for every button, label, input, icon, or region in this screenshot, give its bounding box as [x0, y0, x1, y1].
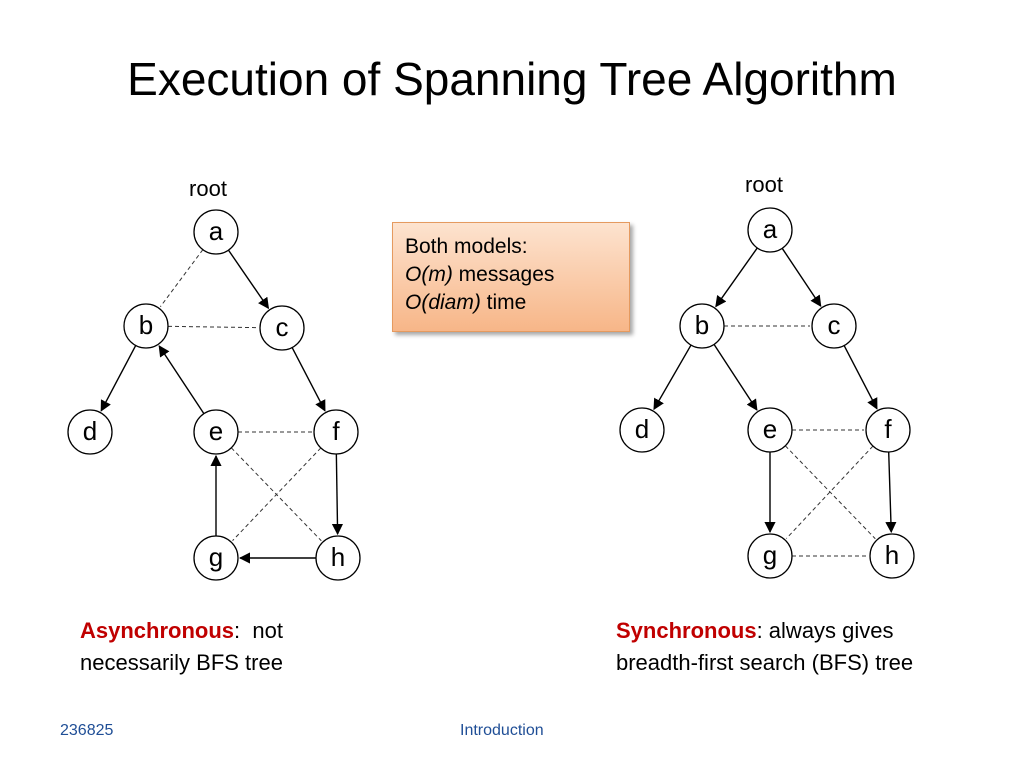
footer-section: Introduction [460, 722, 544, 739]
right-node-b: b [679, 303, 725, 349]
right-node-c: c [811, 303, 857, 349]
right-tree-edge-a-b [715, 247, 758, 308]
right-graph: a b c d e f g h root [619, 172, 915, 579]
svg-text:a: a [209, 216, 224, 246]
right-edge-e-h [784, 445, 876, 540]
callout-messages-text: messages [452, 263, 555, 286]
svg-text:b: b [695, 310, 709, 340]
right-caption-keyword: Synchronous [616, 618, 757, 643]
left-edge-a-b [159, 249, 204, 308]
left-node-b: b [123, 303, 169, 349]
right-node-g: g [747, 533, 793, 579]
left-node-g: g [193, 535, 239, 581]
right-node-a: a [747, 207, 793, 253]
left-node-d: d [67, 409, 113, 455]
left-edge-b-c [167, 325, 259, 329]
svg-text:b: b [139, 310, 153, 340]
svg-text:c: c [276, 312, 289, 342]
left-node-c: c [259, 305, 305, 351]
left-root-label: root [189, 176, 227, 201]
complexity-callout: Both models: O(m) messages O(diam) time [392, 222, 630, 332]
footer-course-number: 236825 [60, 722, 114, 739]
callout-line1: Both models: [405, 235, 528, 258]
left-node-h: h [315, 535, 361, 581]
right-tree-edge-c-f [843, 345, 878, 410]
left-tree-edge-b-d [100, 345, 137, 412]
svg-text:g: g [209, 542, 223, 572]
svg-text:e: e [209, 416, 223, 446]
svg-text:f: f [332, 416, 340, 446]
right-caption-rest: : always gives [756, 618, 894, 643]
left-node-e: e [193, 409, 239, 455]
callout-line2: O(m) messages [405, 261, 617, 289]
left-graph: a b c d e f g h root [67, 176, 361, 581]
right-tree-edge-f-h [885, 451, 897, 534]
right-tree-edge-a-c [781, 247, 822, 307]
left-tree-edge-e-b [158, 345, 205, 415]
right-caption: Synchronous: always gives breadth-first … [616, 615, 913, 679]
svg-text:h: h [331, 542, 345, 572]
right-node-f: f [865, 407, 911, 453]
left-node-f: f [313, 409, 359, 455]
slide-title: Execution of Spanning Tree Algorithm [127, 53, 897, 105]
left-caption-rest: : not [234, 618, 283, 643]
svg-text:e: e [763, 414, 777, 444]
svg-text:c: c [828, 310, 841, 340]
left-tree-edge-f-h [331, 453, 344, 536]
svg-text:d: d [635, 414, 649, 444]
left-tree-edge-a-c [227, 249, 270, 310]
right-edge-f-g [786, 445, 874, 539]
right-node-e: e [747, 407, 793, 453]
callout-time-bound: O(diam) [405, 291, 481, 314]
left-node-a: a [193, 209, 239, 255]
right-node-d: d [619, 407, 665, 453]
left-tree-edge-c-f [291, 347, 326, 412]
svg-text:d: d [83, 416, 97, 446]
callout-time-text: time [480, 291, 527, 314]
svg-text:g: g [763, 540, 777, 570]
right-node-h: h [869, 533, 915, 579]
right-tree-edge-b-d [653, 344, 692, 411]
right-caption-line2: breadth-first search (BFS) tree [616, 650, 914, 675]
svg-text:a: a [763, 214, 778, 244]
right-tree-edge-b-e [713, 344, 758, 411]
left-edge-f-g [232, 447, 322, 541]
callout-line3: O(diam) time [405, 289, 617, 317]
left-caption-keyword: Asynchronous [80, 618, 235, 643]
svg-text:h: h [885, 540, 899, 570]
left-caption: Asynchronous: not necessarily BFS tree [80, 615, 283, 679]
svg-text:f: f [884, 414, 892, 444]
left-caption-line2: necessarily BFS tree [80, 650, 283, 675]
right-root-label: root [745, 172, 783, 197]
callout-messages-bound: O(m) [405, 263, 453, 286]
